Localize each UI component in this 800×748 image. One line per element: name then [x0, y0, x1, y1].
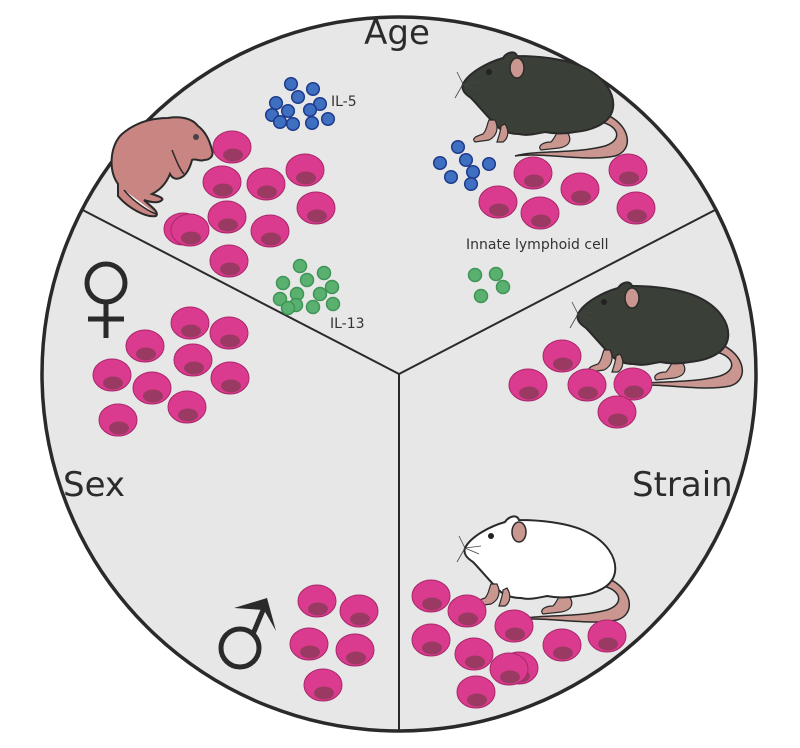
black-strain-ilc-group	[508, 339, 653, 429]
il13-dot	[280, 300, 296, 316]
ilc-cell	[513, 156, 553, 190]
ilc-cell	[173, 343, 213, 377]
ilc-cell	[456, 675, 496, 709]
il5-dot	[283, 76, 299, 92]
black-strain-mouse-icon	[569, 281, 744, 389]
ilc-cell	[567, 368, 607, 402]
divider-age-sex	[74, 205, 400, 375]
adult-black-mouse-icon	[454, 51, 629, 159]
ilc-cell	[542, 628, 582, 662]
ilc-cell	[297, 584, 337, 618]
adult-ilc-group	[478, 153, 656, 230]
ilc-cell	[489, 652, 529, 686]
il5-dot	[285, 116, 301, 132]
il5-label: IL-5	[331, 94, 357, 110]
il13-dot	[495, 279, 511, 295]
ilc-cell	[447, 594, 487, 628]
il13-dot	[473, 288, 489, 304]
ilc-cell	[92, 358, 132, 392]
ilc-cell	[542, 339, 582, 373]
white-strain-ilc-group	[411, 579, 627, 709]
il5-dot	[465, 164, 481, 180]
il5-dot	[463, 176, 479, 192]
ilc-cell	[560, 172, 600, 206]
ilc-cell	[207, 200, 247, 234]
male-symbol-icon	[218, 598, 276, 670]
il13-dot	[316, 265, 332, 281]
ilc-cell	[303, 668, 343, 702]
il5-dot	[268, 95, 284, 111]
ilc-cell	[608, 153, 648, 187]
ilc-cell	[597, 395, 637, 429]
neonatal-mouse-icon	[110, 116, 214, 218]
ilc-cell	[246, 167, 286, 201]
ilc-cell	[613, 367, 653, 401]
ilc-cell	[98, 403, 138, 437]
il5-dot	[450, 139, 466, 155]
il5-dot	[290, 89, 306, 105]
il13-dot	[275, 275, 291, 291]
ilc-cell	[170, 306, 210, 340]
ilc-cell	[478, 185, 518, 219]
il5-dot	[305, 81, 321, 97]
section-label-age: Age	[364, 13, 430, 53]
il5-dot	[458, 152, 474, 168]
ilc-cell	[335, 633, 375, 667]
ilc-cell	[209, 316, 249, 350]
white-strain-mouse-icon	[456, 515, 631, 623]
ilc-cell	[508, 368, 548, 402]
il5-dot	[443, 169, 459, 185]
ilc-cell	[454, 637, 494, 671]
ilc-cell	[411, 579, 451, 613]
il5-dot	[481, 156, 497, 172]
il13-dot	[488, 266, 504, 282]
section-label-sex: Sex	[63, 465, 125, 505]
ilc-cell	[587, 619, 627, 653]
il13-dot	[467, 267, 483, 283]
divider-age-strain	[398, 208, 718, 375]
ilc-cell	[296, 191, 336, 225]
ilc-cell	[202, 165, 242, 199]
il5-dot	[304, 115, 320, 131]
female-symbol-icon	[84, 261, 128, 338]
ilc-cell	[616, 191, 656, 225]
ilc-cell	[212, 130, 252, 164]
ilc-cell	[209, 244, 249, 278]
ilc-cell	[210, 361, 250, 395]
ilc-cell	[170, 213, 210, 247]
il5-dot	[432, 155, 448, 171]
ilc-cell	[125, 329, 165, 363]
il5-dots	[264, 76, 497, 192]
ilc-cell	[289, 627, 329, 661]
il13-dot	[305, 299, 321, 315]
ilc-cell	[494, 609, 534, 643]
section-dividers	[74, 205, 718, 731]
ilc-cell	[285, 153, 325, 187]
il13-dot	[325, 296, 341, 312]
ilc-cell	[411, 623, 451, 657]
il5-dot	[302, 102, 318, 118]
il13-label: IL-13	[330, 316, 365, 332]
ilc-cell	[339, 594, 379, 628]
il5-dot	[272, 114, 288, 130]
il13-dot	[312, 286, 328, 302]
pup-ilc-group	[163, 130, 336, 278]
ilc-cell	[250, 214, 290, 248]
ilc-cell	[167, 390, 207, 424]
ilc-cells	[92, 130, 656, 709]
il13-dot	[299, 272, 315, 288]
il13-dot	[292, 258, 308, 274]
ilc-cell	[132, 371, 172, 405]
il13-dots	[272, 258, 511, 316]
male-ilc-group	[289, 584, 379, 702]
ilc-cell	[520, 196, 560, 230]
il13-dot	[272, 291, 288, 307]
il13-dot	[324, 279, 340, 295]
il5-dot	[280, 103, 296, 119]
section-label-strain: Strain	[632, 465, 733, 505]
female-ilc-group	[92, 306, 250, 437]
ilc-label: Innate lymphoid cell	[466, 237, 608, 253]
il5-dot	[320, 111, 336, 127]
